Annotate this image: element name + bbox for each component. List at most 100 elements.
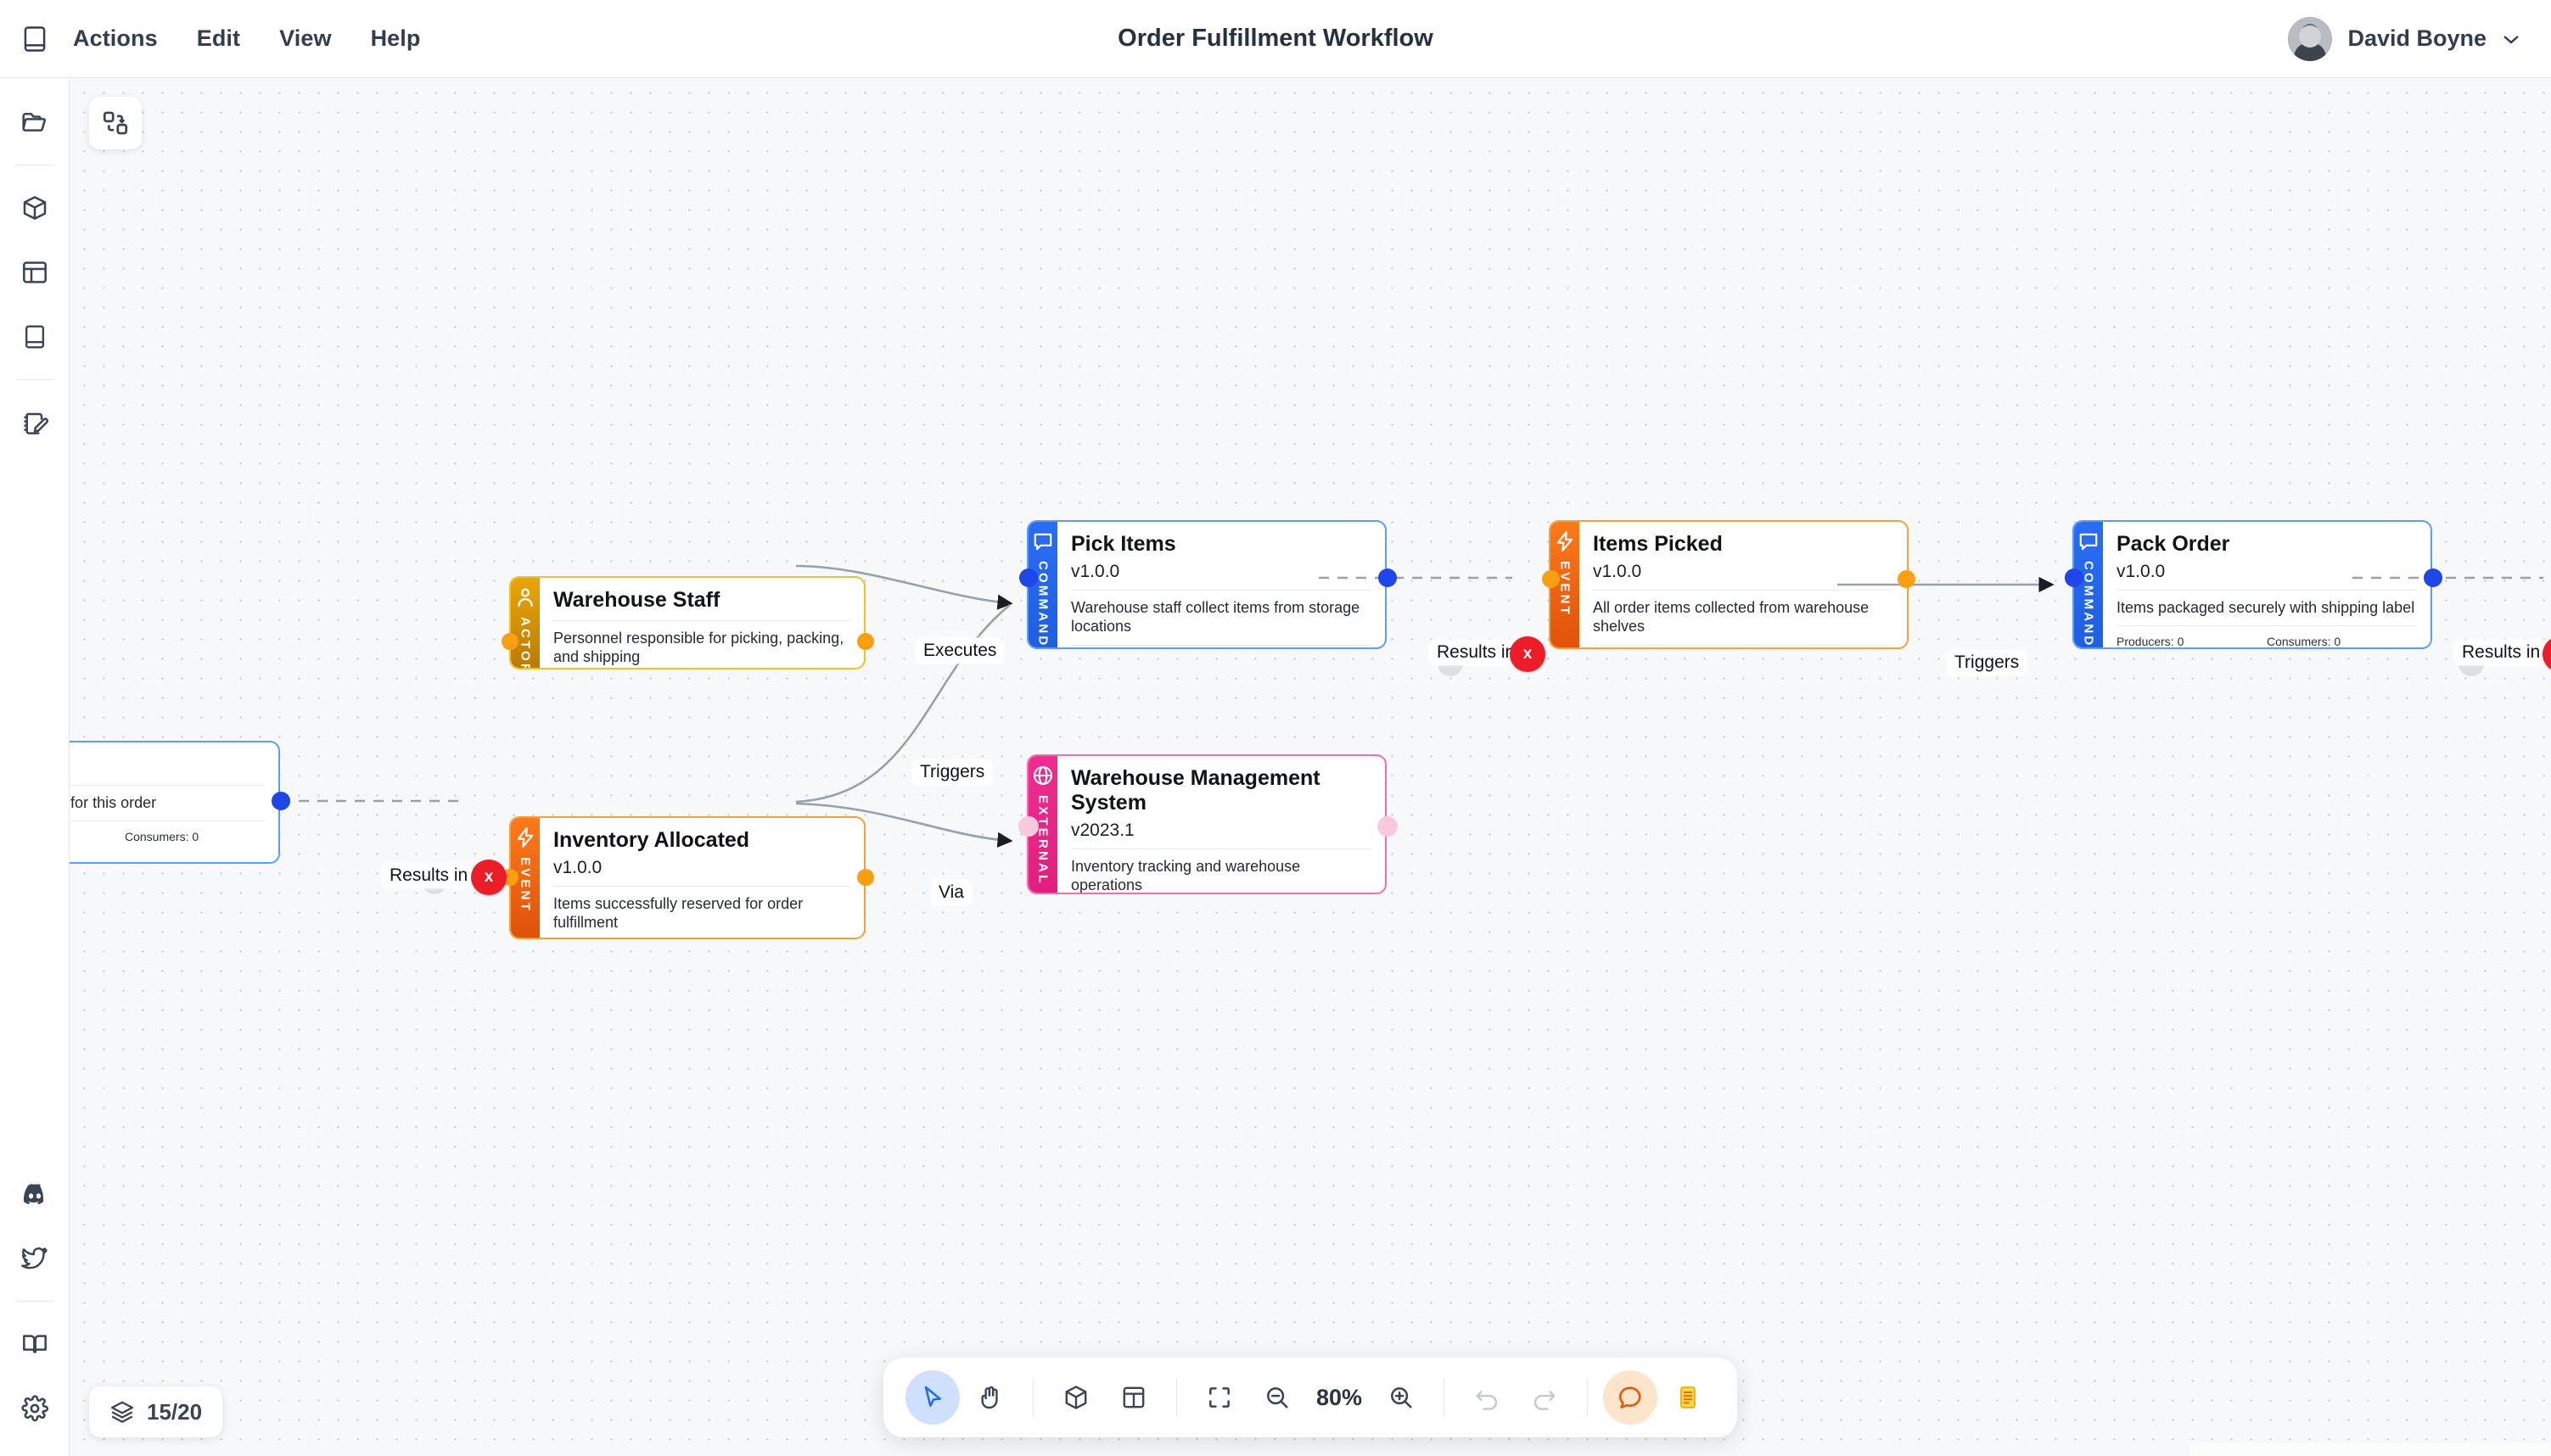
zoom-in[interactable] [1374,1370,1428,1425]
node-title: Pack Order [2116,532,2230,556]
node-pack-order[interactable]: COMMAND Pack Order v1.0.0 Items packaged… [2072,520,2432,649]
pan-tool[interactable] [963,1370,1018,1425]
handle-source-allocate[interactable] [272,792,290,810]
auto-layout-icon [103,111,128,135]
node-title: Warehouse Staff [553,588,720,612]
node-strip-event: EVENT [1550,522,1579,647]
node-allocate-inventory[interactable]: COMMAND ory house stock for this order C… [70,741,280,864]
sidebar-item-services[interactable] [0,176,70,240]
node-meta: Producers: 0 Owners: 0 Consumers: 0 [1593,644,1893,647]
user-menu[interactable]: David Boyne [2288,16,2520,61]
twitter-icon [20,1247,48,1269]
edge-staff-executes[interactable] [795,564,1013,610]
node-version: v1.0.0 [553,857,603,877]
node-body: Pick Items v1.0.0 Warehouse staff collec… [1057,522,1385,647]
notes-button[interactable] [1661,1370,1715,1425]
auto-layout-button[interactable] [89,97,142,149]
redo-button[interactable] [1517,1370,1572,1425]
node-type-label: EVENT [1557,561,1573,618]
handle-source-inventory-allocated[interactable] [857,869,874,886]
layers-count-badge[interactable]: 15/20 [89,1386,223,1437]
handle-target-items-picked[interactable] [1542,570,1560,588]
node-warehouse-management-system[interactable]: EXTERNAL Warehouse Management System v20… [1027,754,1387,894]
node-divider [1593,589,1893,591]
node-divider [553,885,850,887]
menu-view[interactable]: View [279,25,332,51]
chat-icon [1618,1386,1641,1408]
edge-delete-button-1[interactable]: x [471,860,507,895]
sidebar-item-discord[interactable] [0,1162,70,1226]
fit-to-screen[interactable] [1192,1370,1247,1425]
toolbar-separator-1 [1032,1379,1034,1416]
node-pick-items[interactable]: COMMAND Pick Items v1.0.0 Warehouse staf… [1027,520,1387,649]
node-description: house stock for this order [70,793,157,811]
node-divider [553,619,850,621]
menu-edit[interactable]: Edit [196,25,241,51]
table-view[interactable] [1107,1370,1161,1425]
edge-delete-button-2[interactable]: x [1510,636,1545,672]
zoom-in-icon [1391,1387,1412,1408]
handle-source-pack-order[interactable] [2424,568,2442,587]
notes-icon [1680,1386,1696,1408]
undo-icon [1476,1391,1498,1410]
discord-icon [23,1184,43,1205]
handle-target-staff[interactable] [502,633,519,650]
handle-target-wms[interactable] [1018,816,1039,837]
sidebar-item-dashboard[interactable] [0,240,70,305]
edge-inventory-triggers[interactable] [795,603,1011,804]
handle-source-pick-items[interactable] [1378,568,1397,587]
node-description: Items successfully reserved for order fu… [553,894,804,932]
zoom-out[interactable] [1250,1370,1304,1425]
handle-source-staff[interactable] [857,633,874,650]
node-version: v1.0.0 [1071,561,1120,581]
toolbar-separator-4 [1587,1379,1589,1416]
handle-source-items-picked[interactable] [1898,570,1915,588]
node-type-label: ACTOR [518,617,533,669]
book-closed-icon [25,325,44,349]
edge-label-executes[interactable]: Executes [916,638,1005,664]
select-tool[interactable] [905,1370,960,1425]
zoom-level[interactable]: 80% [1315,1384,1363,1410]
handle-target-pack-order[interactable] [2065,568,2083,587]
edge-label-via[interactable]: Via [931,880,972,905]
avatar [2288,16,2333,61]
menu-actions[interactable]: Actions [73,25,158,51]
node-divider [2116,589,2417,591]
node-type-label: EXTERNAL [1035,795,1051,886]
node-description: Personnel responsible for picking, packi… [553,629,844,666]
edge-label-results-in-1[interactable]: Results in [382,863,476,888]
sidebar-item-twitter[interactable] [0,1226,70,1291]
undo-button[interactable] [1460,1370,1514,1425]
edge-inventory-via[interactable] [795,802,1013,848]
sidebar-item-editor[interactable] [0,390,70,455]
sidebar-item-guides[interactable] [0,1312,70,1376]
cube-icon [1065,1386,1087,1409]
node-meta-left: Producers: 0 Owners: 0 [2116,633,2267,647]
services-view[interactable] [1049,1370,1103,1425]
edge-layer [280,564,2543,848]
node-body: Warehouse Management System v2023.1 Inve… [1057,756,1385,893]
node-version: v1.0.0 [2116,561,2166,581]
chat-button[interactable] [1603,1370,1658,1425]
node-version: v1.0.0 [1593,561,1642,581]
edge-label-results-in-3[interactable]: Results in [2454,640,2548,665]
node-items-picked[interactable]: EVENT Items Picked v1.0.0 All order item… [1549,520,1909,649]
sidebar-item-folder[interactable] [0,90,70,154]
node-meta: Consumers: 0 [70,820,265,846]
sidebar-item-settings[interactable] [0,1376,70,1441]
node-consumers: Consumers: 0 [125,830,199,844]
chevron-down-icon [2503,35,2519,44]
handle-source-wms[interactable] [1377,816,1398,837]
table-icon [1123,1386,1145,1408]
node-warehouse-staff[interactable]: ACTOR Warehouse Staff Personnel responsi… [509,576,866,669]
app-logo[interactable] [0,25,70,53]
sidebar-item-docs[interactable] [0,305,70,369]
edge-label-triggers-1[interactable]: Triggers [912,759,993,785]
edge-label-triggers-2[interactable]: Triggers [1947,650,2027,675]
edge-delete-button-3[interactable]: x [2543,636,2551,672]
menu-help[interactable]: Help [370,25,421,51]
edge-label-results-in-2[interactable]: Results in [1429,640,1523,665]
workflow-canvas[interactable]: 15/20 Results in x [70,78,2551,1456]
handle-target-pick-items[interactable] [1019,568,1038,587]
